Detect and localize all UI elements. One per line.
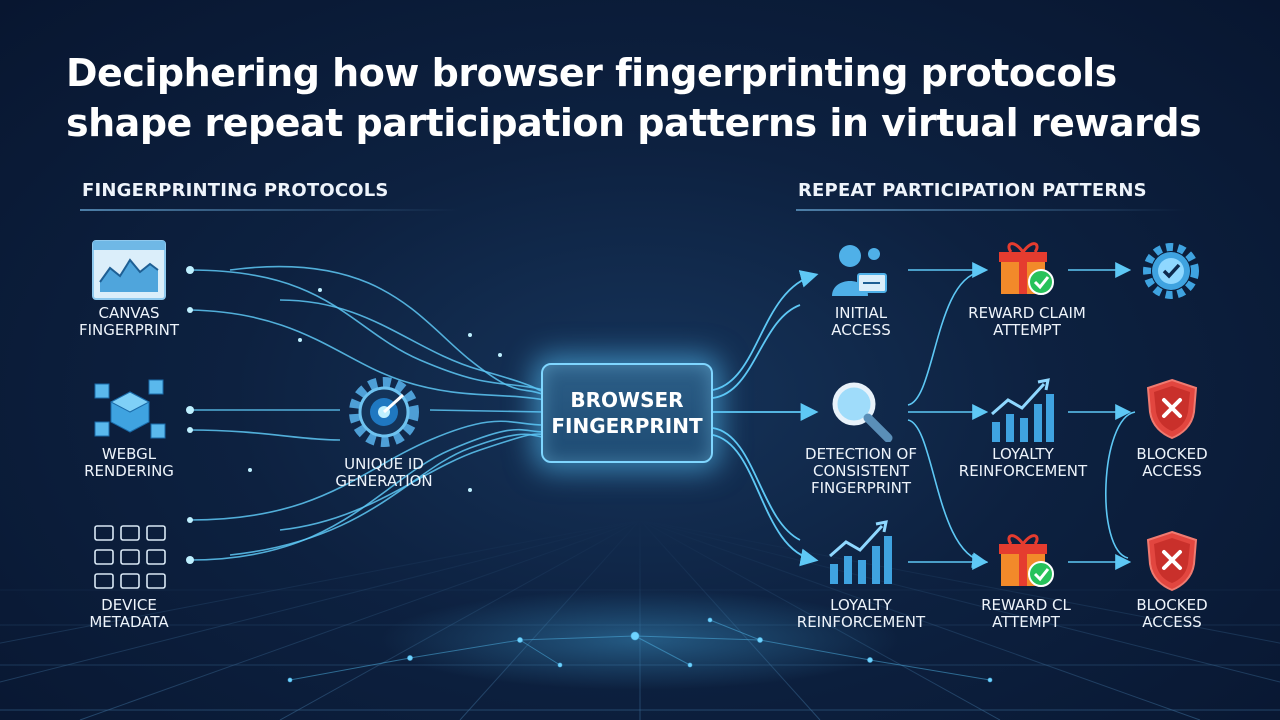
canvas-chart-icon [92,240,166,300]
shield-x-icon [1146,530,1198,592]
pattern-label-reward-cl: REWARD CL ATTEMPT [981,596,1071,631]
fiber-lines [189,265,546,561]
pattern-label-reward-claim: REWARD CLAIM ATTEMPT [968,304,1086,339]
pattern-label-initial: INITIAL ACCESS [831,304,891,339]
bar-chart-icon [991,378,1054,442]
bar-chart-icon [829,520,892,584]
user-card-icon [832,245,887,296]
pattern-label-blocked-2: BLOCKED ACCESS [1136,596,1208,631]
gift-check-icon [999,534,1054,587]
id-generation-label: UNIQUE ID GENERATION [335,455,433,490]
pattern-label-blocked-1: BLOCKED ACCESS [1136,445,1208,480]
section-divider-right [796,209,1186,211]
page-title: Deciphering how browser fingerprinting p… [66,51,1202,145]
magnifier-icon [832,382,893,442]
pattern-label-loyalty-1: LOYALTY REINFORCEMENT [796,596,926,631]
pattern-label-detection: DETECTION OF CONSISTENT FINGERPRINT [805,445,917,497]
cubes-icon [94,379,166,439]
core-output-lines [712,270,819,567]
section-divider-left [80,209,460,211]
flow-arrows [907,262,1136,570]
browser-fingerprint-core: BROWSER FINGERPRINT [541,363,713,463]
protocol-label-webgl: WEBGL RENDERING [84,445,174,480]
shield-x-icon [1146,378,1198,440]
protocol-label-device: DEVICE METADATA [89,596,169,631]
gear-check-icon [1143,243,1199,299]
gear-target-icon [349,377,419,447]
pattern-label-loyalty-2: LOYALTY REINFORCEMENT [958,445,1088,480]
gift-check-icon [999,242,1054,295]
section-header-patterns: REPEAT PARTICIPATION PATTERNS [798,180,1147,201]
devices-grid-icon [94,525,166,589]
floor-network [287,617,993,683]
section-header-protocols: FINGERPRINTING PROTOCOLS [82,180,389,201]
protocol-label-canvas: CANVAS FINGERPRINT [78,304,180,339]
